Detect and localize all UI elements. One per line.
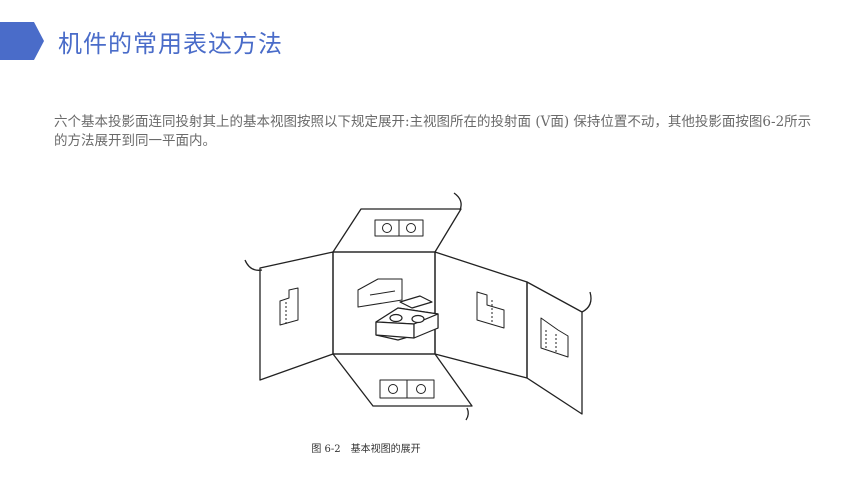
rear-rotation-arrow bbox=[581, 291, 592, 313]
body-paragraph: 六个基本投影面连同投射其上的基本视图按照以下规定展开:主视图所在的投射面 (V面… bbox=[54, 114, 812, 149]
left-rotation-arrow bbox=[244, 259, 263, 271]
right-view-drawing bbox=[476, 291, 505, 329]
slide-header: 机件的常用表达方法 bbox=[0, 22, 420, 60]
top-view-drawing bbox=[374, 219, 424, 237]
figure-caption-text: 图 6-2 基本视图的展开 bbox=[311, 444, 421, 455]
left-face bbox=[259, 251, 334, 381]
bottom-rotation-arrow bbox=[465, 407, 469, 421]
isometric-part bbox=[375, 295, 439, 341]
figure-caption: 图 6-2 基本视图的展开 bbox=[0, 440, 860, 455]
rear-face bbox=[526, 281, 583, 415]
bottom-view-drawing bbox=[379, 379, 435, 399]
top-face bbox=[332, 208, 462, 253]
bottom-face bbox=[332, 353, 473, 407]
basic-views-unfolding-figure bbox=[244, 192, 592, 421]
top-rotation-arrow bbox=[453, 192, 462, 211]
title-chevron-icon bbox=[0, 22, 44, 60]
right-face bbox=[434, 251, 528, 379]
left-view-drawing bbox=[279, 287, 299, 326]
front-view-drawing bbox=[357, 278, 403, 308]
page-title: 机件的常用表达方法 bbox=[58, 30, 283, 58]
rear-view-drawing bbox=[540, 317, 569, 358]
